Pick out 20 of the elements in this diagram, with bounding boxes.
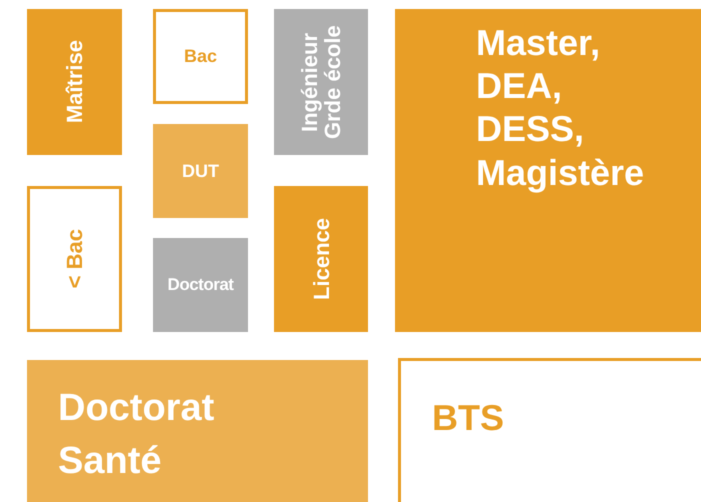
category-box [395,9,701,332]
category-label: Ingénieur Grde école [298,24,344,141]
category-box [153,124,248,218]
category-label: DUT [182,160,219,182]
category-label: Doctorat [168,274,234,296]
category-box [27,360,368,502]
category-box [27,9,122,155]
category-label: Master, DEA, DESS, Magistère [476,21,644,194]
category-label: BTS [432,396,504,440]
category-box [27,186,122,332]
category-box [274,9,368,155]
category-box [274,186,368,332]
category-box [398,358,701,502]
category-box [153,238,248,332]
category-label: Maîtrise [61,40,88,124]
category-label: Licence [308,218,334,300]
category-label: Doctorat Santé [58,386,214,484]
category-label: < Bac [61,229,88,289]
category-label: Bac [184,45,218,68]
category-box [153,9,248,104]
